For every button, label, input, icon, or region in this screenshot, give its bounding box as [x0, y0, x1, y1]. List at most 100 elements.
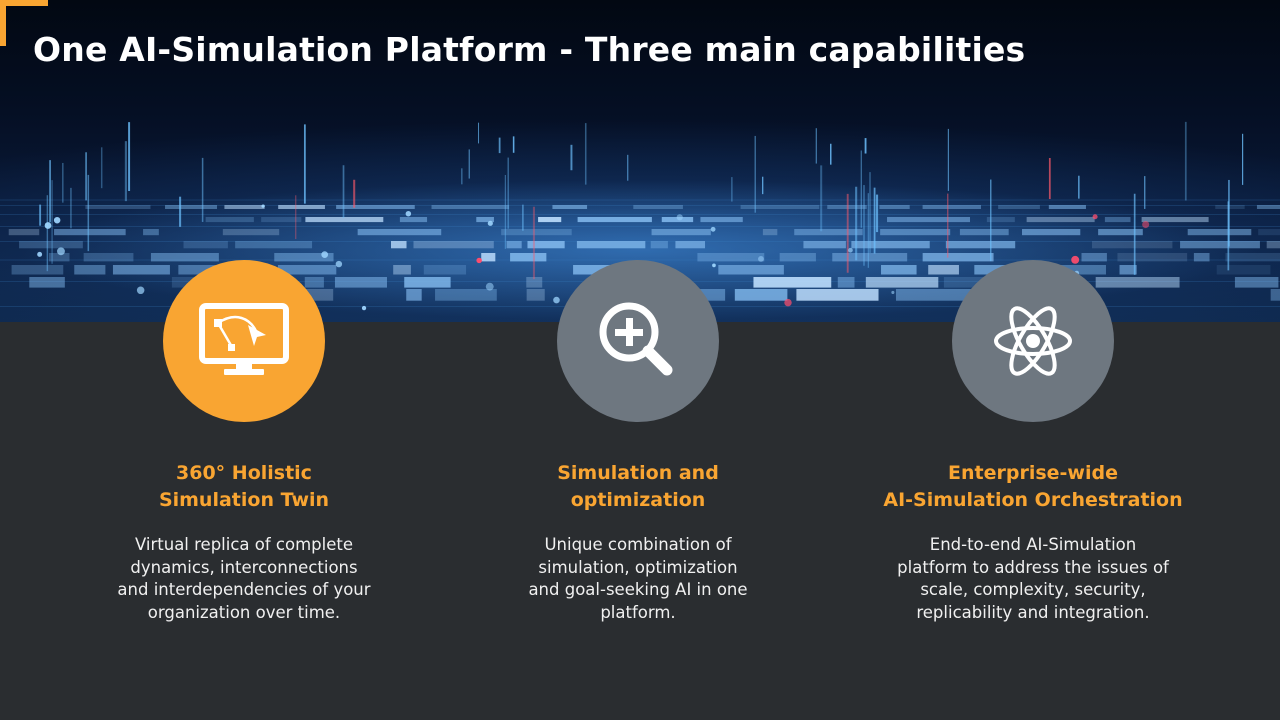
grid-decoration [44, 222, 52, 229]
grid-decoration [19, 241, 83, 249]
grid-decoration [1071, 255, 1080, 264]
monitor-vector-icon [199, 303, 289, 375]
grid-decoration [485, 282, 494, 291]
grid-decoration [1234, 277, 1279, 288]
grid-decoration [112, 265, 170, 275]
grid-decoration [431, 205, 510, 209]
grid-decoration [887, 217, 971, 223]
grid-decoration [476, 217, 494, 223]
grid-decoration [305, 217, 384, 223]
grid-decoration [53, 216, 61, 224]
grid-decoration [1180, 241, 1260, 249]
grid-decoration [205, 217, 254, 223]
grid-decoration [1117, 253, 1188, 262]
grid-decoration [404, 277, 451, 288]
grid-decoration [37, 251, 43, 257]
grid-decoration [891, 290, 895, 295]
grid-decoration [661, 217, 694, 223]
grid-decoration [335, 260, 343, 268]
capability-description-line: replicability and integration. [916, 602, 1150, 622]
capability-title-line: Simulation and [557, 462, 719, 484]
grid-decoration [85, 205, 151, 209]
grid-decoration [651, 229, 711, 236]
grid-decoration [928, 265, 959, 275]
capability-title: 360° Holistic Simulation Twin [159, 460, 329, 514]
grid-decoration [753, 277, 832, 288]
grid-decoration [435, 289, 497, 301]
grid-decoration [261, 217, 302, 223]
grid-decoration [710, 226, 716, 232]
grid-decoration [1092, 241, 1173, 249]
grid-decoration [143, 229, 159, 236]
grid-decoration [334, 277, 388, 288]
capability-title-line: optimization [570, 489, 706, 511]
grid-decoration [527, 241, 565, 249]
capability-description-line: platform to address the issues of [897, 557, 1169, 577]
grid-decoration [487, 220, 493, 226]
grid-decoration [274, 253, 334, 262]
grid-decoration [321, 251, 329, 258]
grid-decoration [922, 253, 994, 262]
grid-decoration [11, 265, 64, 275]
grid-decoration [879, 205, 910, 209]
grid-decoration [526, 289, 545, 301]
grid-decoration [1048, 205, 1086, 209]
grid-decoration [998, 205, 1040, 209]
grid-decoration [734, 289, 788, 301]
grid-decoration [361, 305, 367, 311]
capability-description-line: End-to-end AI-Simulation [929, 535, 1137, 554]
grid-decoration [165, 205, 218, 209]
grid-decoration [740, 205, 820, 209]
grid-decoration [762, 229, 778, 236]
grid-decoration [794, 229, 863, 236]
capability-description-line: and goal-seeking AI in one [528, 580, 748, 599]
grid-decoration [784, 298, 792, 307]
grid-decoration [48, 253, 70, 262]
grid-decoration [1256, 205, 1280, 209]
grid-decoration [959, 229, 1009, 236]
grid-decoration [697, 253, 765, 262]
capability-description-line: platform. [600, 602, 676, 622]
grid-decoration [277, 265, 337, 275]
capability-description: Unique combination of simulation, optimi… [528, 534, 747, 624]
grid-decoration [1098, 229, 1143, 236]
capability-description-line: dynamics, interconnections [130, 557, 358, 577]
grid-decoration [895, 289, 975, 301]
grid-decoration [675, 241, 706, 249]
grid-decoration [1104, 217, 1131, 223]
grid-decoration [8, 229, 40, 236]
grid-decoration [922, 205, 981, 209]
grid-decoration [224, 205, 265, 209]
capability-card-holistic-twin: 360° Holistic Simulation Twin Virtual re… [64, 260, 424, 624]
capability-icon-circle [557, 260, 719, 422]
grid-decoration [423, 265, 467, 275]
grid-decoration [1092, 214, 1098, 220]
grid-decoration [881, 265, 917, 275]
grid-decoration [851, 241, 930, 249]
grid-decoration [391, 241, 407, 249]
grid-decoration [945, 241, 1016, 249]
grid-decoration [1270, 289, 1280, 301]
grid-decoration [1216, 265, 1271, 275]
grid-decoration [691, 289, 726, 301]
grid-decoration [1225, 253, 1280, 262]
grid-decoration [1187, 229, 1252, 236]
grid-decoration [880, 229, 951, 236]
grid-decoration [406, 289, 422, 301]
grid-decoration [676, 214, 683, 221]
capability-description-line: Unique combination of [544, 535, 732, 554]
capability-card-simulation-optimization: Simulation and optimization Unique combi… [458, 260, 818, 624]
grid-decoration [526, 277, 543, 288]
grid-decoration [1141, 217, 1209, 223]
capability-description-line: and interdependencies of your [117, 580, 371, 599]
grid-decoration [510, 253, 547, 262]
atom-icon [994, 306, 1072, 376]
grid-decoration [235, 241, 313, 249]
capability-title-line: 360° Holistic [176, 462, 312, 484]
corner-accent [0, 0, 48, 46]
capability-icon-circle [952, 260, 1114, 422]
capability-description-line: simulation, optimization [538, 557, 738, 577]
grid-decoration [336, 205, 415, 209]
grid-decoration [1021, 229, 1081, 236]
grid-decoration [183, 241, 228, 249]
